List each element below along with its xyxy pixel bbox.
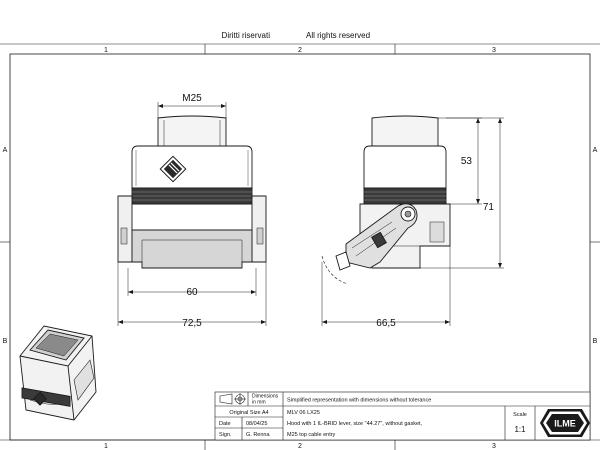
dimension-height-upper: 53 bbox=[461, 156, 473, 167]
ilme-logo-front bbox=[159, 155, 187, 183]
rights-reserved-english: All rights reserved bbox=[306, 31, 370, 40]
ilme-logo: ILME bbox=[540, 409, 590, 437]
side-view bbox=[335, 115, 451, 271]
isometric-view bbox=[19, 325, 97, 421]
scale-label: Scale bbox=[513, 412, 527, 418]
locking-lever bbox=[335, 203, 418, 271]
dimensions-note-line2: in mm bbox=[252, 400, 266, 406]
ruler-left-b: B bbox=[3, 338, 8, 345]
dimension-width-inner: 60 bbox=[186, 287, 198, 298]
ruler-right-b: B bbox=[593, 338, 598, 345]
ruler-left-a: A bbox=[3, 147, 8, 154]
ruler-bottom-2: 2 bbox=[298, 443, 302, 450]
front-dimension-lines bbox=[117, 102, 267, 326]
ruler-right-a: A bbox=[593, 147, 598, 154]
front-view bbox=[117, 115, 267, 269]
ruler-top-2: 2 bbox=[298, 47, 302, 54]
dimension-depth: 66,5 bbox=[376, 318, 396, 329]
lever-travel-arc bbox=[321, 255, 349, 285]
product-description-line1: Hood with 1 IL-BRID lever, size "44.27",… bbox=[287, 421, 423, 427]
ruler-top-1: 1 bbox=[104, 47, 108, 54]
sign-label: Sign. bbox=[219, 432, 232, 438]
dimension-height-total: 71 bbox=[483, 202, 495, 213]
product-code: MLV 06 LX25 bbox=[287, 410, 320, 416]
ilme-logo-text: ILME bbox=[554, 419, 576, 429]
ruler-top-3: 3 bbox=[492, 47, 496, 54]
ruler-bottom-3: 3 bbox=[492, 443, 496, 450]
date-label: Date bbox=[219, 421, 231, 427]
dimension-thread: M25 bbox=[182, 93, 202, 104]
rights-reserved-italian: Diritti riservati bbox=[222, 31, 271, 40]
product-description-line2: M25 top cable entry bbox=[287, 432, 336, 438]
date-value: 08/04/25 bbox=[246, 421, 267, 427]
ruler-bottom-1: 1 bbox=[104, 443, 108, 450]
dimension-width-outer: 72,5 bbox=[182, 318, 202, 329]
representation-note: Simplified representation with dimension… bbox=[287, 398, 431, 404]
dimensions-note-line1: Dimensions bbox=[252, 394, 279, 400]
side-dimension-lines bbox=[321, 117, 504, 326]
title-block bbox=[214, 391, 591, 441]
projection-symbol-icon bbox=[219, 393, 246, 405]
scale-value: 1:1 bbox=[514, 425, 526, 434]
sign-value: G. Renna bbox=[246, 432, 270, 438]
original-size-label: Original Size A4 bbox=[229, 410, 268, 416]
